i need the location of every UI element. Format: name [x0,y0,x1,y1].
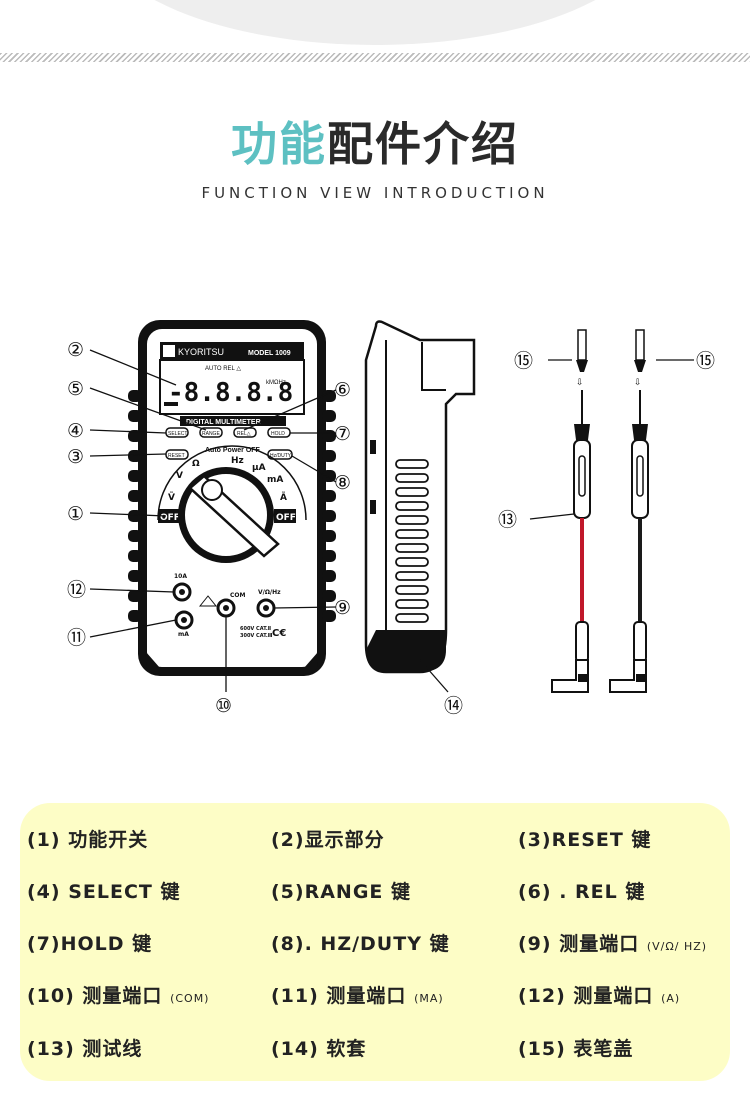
callout-14: ⑭ [444,695,463,717]
dial-a-ac: Ã [280,492,287,503]
dial-hz: Hz [231,456,244,466]
dial-ohm: Ω [192,459,200,469]
soft-case-side [364,320,476,674]
legend-item: (8). HZ/DUTY 键 [271,933,450,955]
legend-item: (13) 测试线 [27,1038,143,1060]
callout-15-right: ⑮ [696,350,715,372]
legend-item-note: (V/Ω/ HZ) [646,940,708,953]
page-title: 功能配件介绍 [0,108,750,174]
legend-item-note: (COM) [170,992,210,1005]
cat-text-2: 300V CAT.Ⅲ [240,633,273,639]
callout-4: ④ [67,420,84,442]
header-decoration-arc [95,0,655,45]
callout-11: ⑪ [67,627,86,649]
svg-text:⇩: ⇩ [576,378,584,388]
callout-5: ⑤ [67,378,84,400]
legend-item: (10) 测量端口 (COM) [27,985,210,1007]
callout-12: ⑫ [67,579,86,601]
legend-item: (7)HOLD 键 [27,933,153,955]
multimeter-illustration: KYORITSU MODEL 1009 AUTO REL △ -8.8.8.8 … [67,320,715,717]
cat-text-1: 600V CAT.Ⅱ [240,626,271,632]
header-hatch-divider [0,53,750,62]
test-leads: ⇩ ⇩ [551,329,649,693]
dial-v-ac: Ṽ [168,492,175,503]
off-label-left: OFF [160,513,180,523]
reset-button-label: RESET [168,453,185,459]
legend-item: (2)显示部分 [271,829,385,851]
model-label: MODEL 1009 [248,350,291,357]
legend-item: (11) 测量端口 (MA) [271,985,444,1007]
callout-6: ⑥ [334,379,351,401]
callout-9: ⑨ [334,597,351,619]
legend-item: (12) 测量端口 (A) [518,985,681,1007]
dial-ma: mA [267,475,283,485]
legend-panel: (1) 功能开关 (2)显示部分 (3)RESET 键 (4) SELECT 键… [20,803,730,1081]
auto-power-off-label: Auto Power OFF [205,447,261,454]
legend-item: (15) 表笔盖 [518,1038,634,1060]
callout-8: ⑧ [334,472,351,494]
page-title-accent: 功能 [231,117,327,171]
legend-item: (14) 软套 [271,1038,367,1060]
port-ma-label: mA [178,631,189,638]
svg-text:⇩: ⇩ [634,378,642,388]
select-button-label: SELECT [168,431,187,437]
legend-item-note: (MA) [414,992,444,1005]
hold-button-label: HOLD [271,431,285,437]
callout-2: ② [67,339,84,361]
callout-13: ⑬ [498,509,517,531]
port-10a-label: 10A [174,573,187,580]
range-button-label: RANGE [202,431,220,437]
port-vohz-label: V/Ω/Hz [258,589,281,596]
legend-item: (3)RESET 键 [518,829,652,851]
legend-item: (4) SELECT 键 [27,881,181,903]
page-subtitle: FUNCTION VIEW INTRODUCTION [201,184,549,202]
lcd-units: kMΩHz [266,380,286,386]
page-title-rest: 配件介绍 [327,117,519,171]
lcd-flags: AUTO REL △ [205,366,241,372]
legend-item-note: (A) [661,992,681,1005]
panel-label: DIGITAL MULTIMETER [186,419,261,426]
legend-item: (6) . REL 键 [518,881,646,903]
svg-text:C€: C€ [272,628,286,639]
lcd-digits: -8.8.8.8 [168,378,293,408]
dial-v-dc: V [176,471,183,481]
port-com-label: COM [230,592,246,599]
multimeter-front: KYORITSU MODEL 1009 AUTO REL △ -8.8.8.8 … [128,320,336,676]
callout-10: ⑩ [215,695,232,717]
callout-15-left: ⑮ [514,350,533,372]
legend-item: (5)RANGE 键 [271,881,412,903]
off-label-right: OFF [276,513,296,523]
brand-label: KYORITSU [178,347,224,357]
dial-ua: μA [252,463,266,473]
rel-button-label: REL△ [237,431,251,437]
hzduty-button-label: Hz/DUTY [270,453,292,459]
callout-lines [89,349,694,693]
callout-3: ③ [67,446,84,468]
callout-1: ① [67,503,84,525]
legend-item: (1) 功能开关 [27,829,149,851]
callout-7: ⑦ [334,423,351,445]
legend-item: (9) 测量端口 (V/Ω/ HZ) [518,933,708,955]
